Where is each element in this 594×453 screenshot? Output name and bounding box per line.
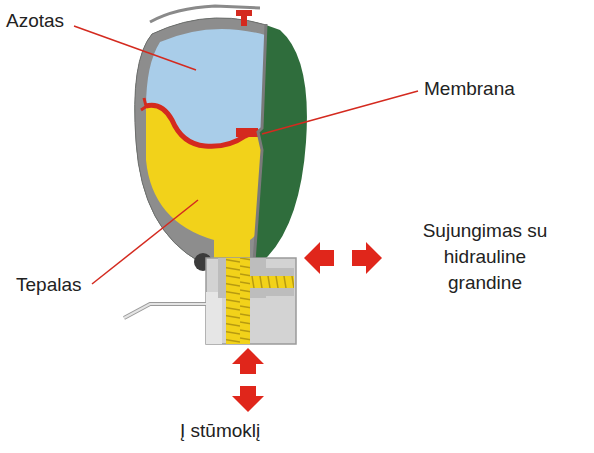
- cutaway-section: [135, 18, 307, 262]
- leader-line: [262, 91, 418, 134]
- accumulator-shell: [135, 18, 307, 262]
- part-label: Sujungimas su hidrauline grandine: [408, 218, 562, 296]
- flow-arrow: [352, 242, 382, 274]
- flow-arrow: [232, 348, 264, 374]
- gas-valve: [236, 10, 252, 26]
- part-label: Į stūmoklį: [180, 418, 260, 444]
- leader-line: [74, 26, 196, 70]
- mounting-bracket: [124, 304, 206, 318]
- part-label: Azotas: [6, 8, 64, 34]
- part-label: Tepalas: [16, 272, 82, 298]
- oil-channel: [226, 258, 250, 344]
- flow-arrow: [304, 242, 334, 274]
- flow-arrow: [232, 386, 264, 412]
- part-label: Membrana: [424, 76, 515, 102]
- side-port: [250, 276, 294, 288]
- connection-fitting: [206, 258, 296, 344]
- leader-line: [92, 200, 198, 284]
